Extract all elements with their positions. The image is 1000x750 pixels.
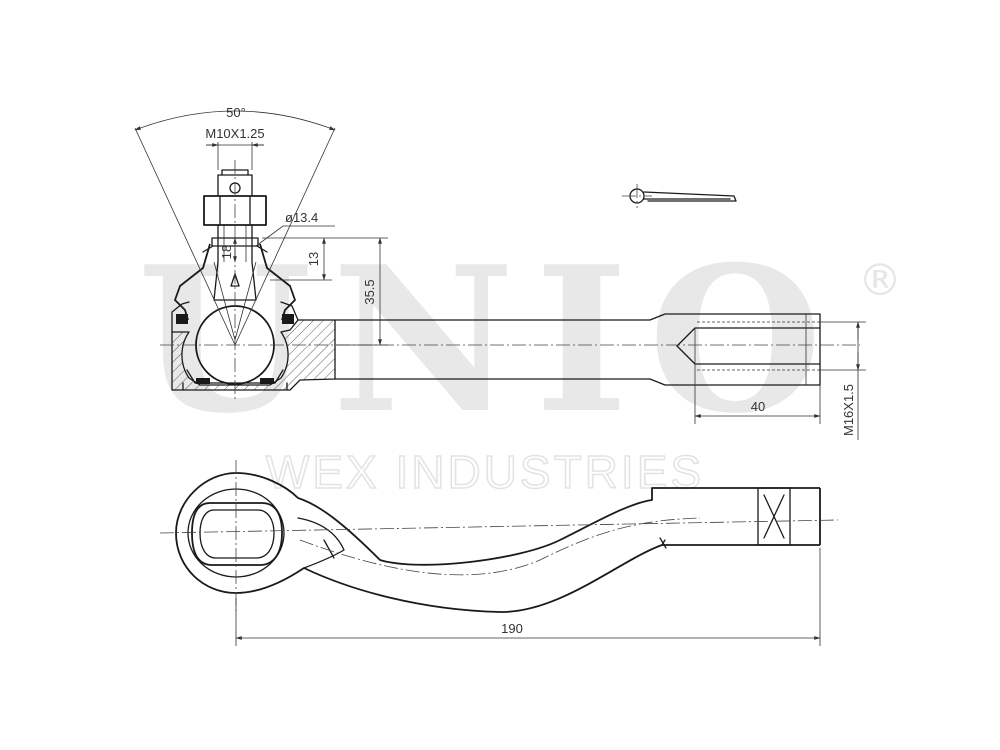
section-view xyxy=(160,160,860,400)
taper-diameter-label: ø13.4 xyxy=(285,210,318,225)
stud-thread-label: M10X1.25 xyxy=(205,126,264,141)
thread-root-lines xyxy=(695,321,820,371)
taper-length-label: 18 xyxy=(219,245,234,259)
threaded-bore xyxy=(676,327,821,365)
plan-view xyxy=(159,460,839,613)
overall-length-label: 190 xyxy=(501,621,523,636)
dimension-annotations: 50° M10X1.25 ø13.4 18 13 35.5 40 xyxy=(134,105,866,440)
housing-eye-outer xyxy=(175,472,820,613)
cone-angle-label: 50° xyxy=(226,105,246,120)
thread-depth-label: 40 xyxy=(751,399,765,414)
watermark-logo: UNIO xyxy=(138,223,843,458)
cotter-pin xyxy=(622,184,737,208)
castle-nut xyxy=(203,195,267,226)
wrench-flats xyxy=(757,487,791,546)
watermark-company: WEX INDUSTRIES xyxy=(266,446,704,498)
stud-tip xyxy=(217,174,253,197)
housing-eye-bore xyxy=(191,502,283,566)
rod-thread-label: M16X1.5 xyxy=(841,384,856,436)
tie-rod-shaft xyxy=(334,313,821,386)
stud-height-label: 13 xyxy=(306,252,321,266)
ball-offset-label: 35.5 xyxy=(362,279,377,304)
dust-boot xyxy=(174,243,296,321)
registered-mark: ® xyxy=(858,255,902,306)
overall-length-dimension: 190 xyxy=(235,548,821,646)
